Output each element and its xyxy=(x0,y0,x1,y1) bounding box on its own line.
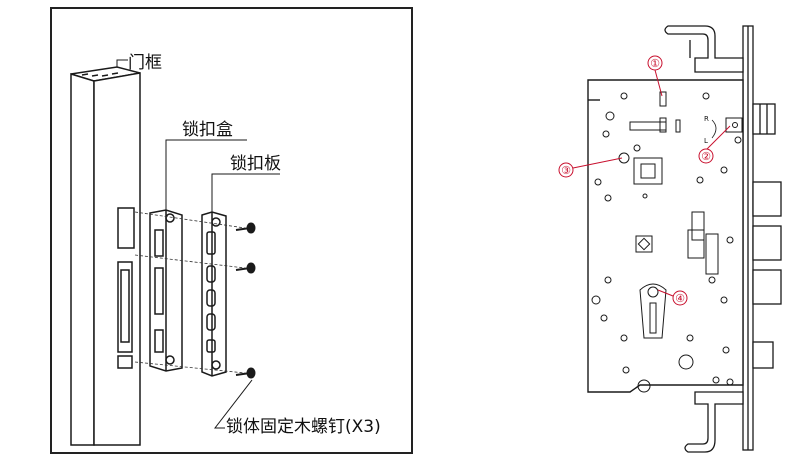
marker-4: ④ xyxy=(675,292,685,305)
marker-2-circle xyxy=(698,148,714,164)
marker-leaders xyxy=(572,69,731,297)
screw-2 xyxy=(235,262,256,274)
direction-letter-l: L xyxy=(704,137,708,145)
marker-2: ② xyxy=(701,150,711,163)
marker-4-circle xyxy=(672,290,688,306)
screws xyxy=(235,222,256,379)
label-screws: 锁体固定木螺钉(X3) xyxy=(226,417,381,437)
direction-letter-r: R xyxy=(704,115,709,123)
screw-1 xyxy=(235,222,256,234)
bolts xyxy=(752,103,782,369)
leader-lines xyxy=(116,59,280,429)
marker-3-circle xyxy=(558,162,574,178)
label-strike-box: 锁扣盒 xyxy=(182,120,233,140)
right-panel: R L ① ② ③ ④ xyxy=(558,25,782,453)
strike-plate xyxy=(201,211,227,377)
alignment-lines xyxy=(134,211,246,374)
door-frame xyxy=(70,66,141,446)
left-panel-border xyxy=(50,7,413,454)
lock-internals xyxy=(591,91,743,393)
strike-box xyxy=(149,209,183,372)
direction-arc xyxy=(711,119,717,139)
markers: ① ② ③ ④ xyxy=(558,55,714,306)
screw-3 xyxy=(235,367,256,379)
label-strike-plate: 锁扣板 xyxy=(230,154,281,174)
marker-1-circle xyxy=(647,55,663,71)
left-panel: 门框 锁扣盒 锁扣板 锁体固定木螺钉(X3) xyxy=(50,7,413,454)
label-door-frame: 门框 xyxy=(128,53,162,73)
direction-indicator: R L xyxy=(704,115,717,145)
marker-1: ① xyxy=(650,57,660,70)
marker-3: ③ xyxy=(561,164,571,177)
